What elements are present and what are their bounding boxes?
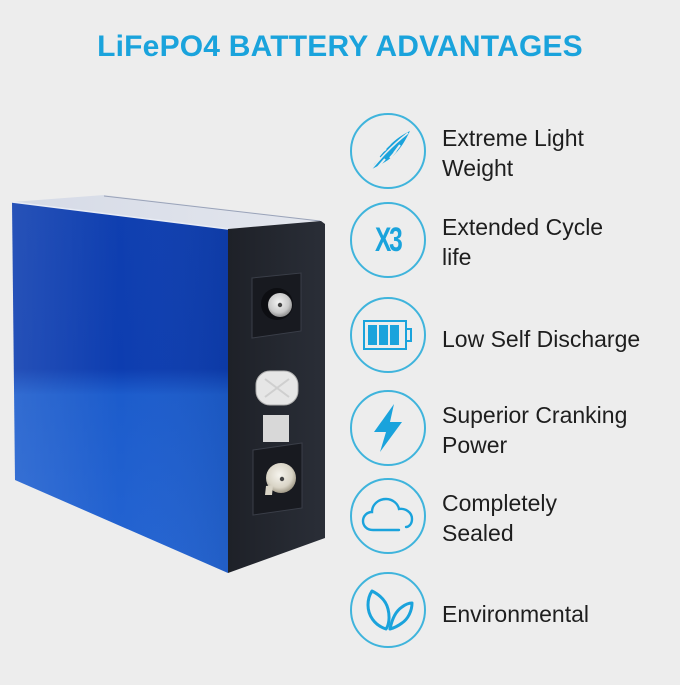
feature-label: Completely Sealed	[442, 490, 558, 546]
feature-item-light-weight: Extreme Light Weight	[350, 113, 670, 193]
feature-icon-circle	[350, 390, 426, 466]
feature-label: Environmental	[442, 601, 590, 627]
lightning-icon	[374, 404, 402, 452]
feature-icon-circle	[350, 572, 426, 648]
feature-item-low-self-discharge: Low Self Discharge	[350, 297, 670, 377]
feature-icon-circle	[350, 113, 426, 189]
feature-item-environmental: Environmental	[350, 572, 670, 652]
feature-label: Superior Cranking Power	[442, 402, 628, 458]
positive-terminal	[251, 272, 302, 339]
negative-terminal	[252, 442, 303, 516]
feature-label: Extreme Light Weight	[442, 125, 584, 181]
x3-icon: X3	[375, 220, 403, 259]
leaves-icon	[366, 589, 414, 631]
feather-icon	[367, 131, 410, 174]
feature-item-cranking-power: Superior Cranking Power	[350, 390, 670, 470]
safety-vent	[255, 370, 299, 406]
cloud-icon	[361, 497, 414, 532]
feature-item-cycle-life: X3 Extended Cycle life	[350, 202, 670, 282]
feature-item-sealed: Completely Sealed	[350, 478, 670, 558]
battery-top-face	[12, 195, 325, 229]
label-plate	[263, 415, 289, 442]
feature-label: Extended Cycle life	[442, 214, 604, 270]
feature-icon-circle	[350, 478, 426, 554]
page-title: LiFePO4 BATTERY ADVANTAGES	[97, 30, 583, 63]
battery-icon	[363, 320, 412, 350]
battery-illustration	[11, 195, 325, 573]
battery-product-image	[0, 0, 340, 680]
feature-label: Low Self Discharge	[442, 326, 641, 352]
feature-icon-circle: X3	[350, 202, 426, 278]
feature-icon-circle	[350, 297, 426, 373]
